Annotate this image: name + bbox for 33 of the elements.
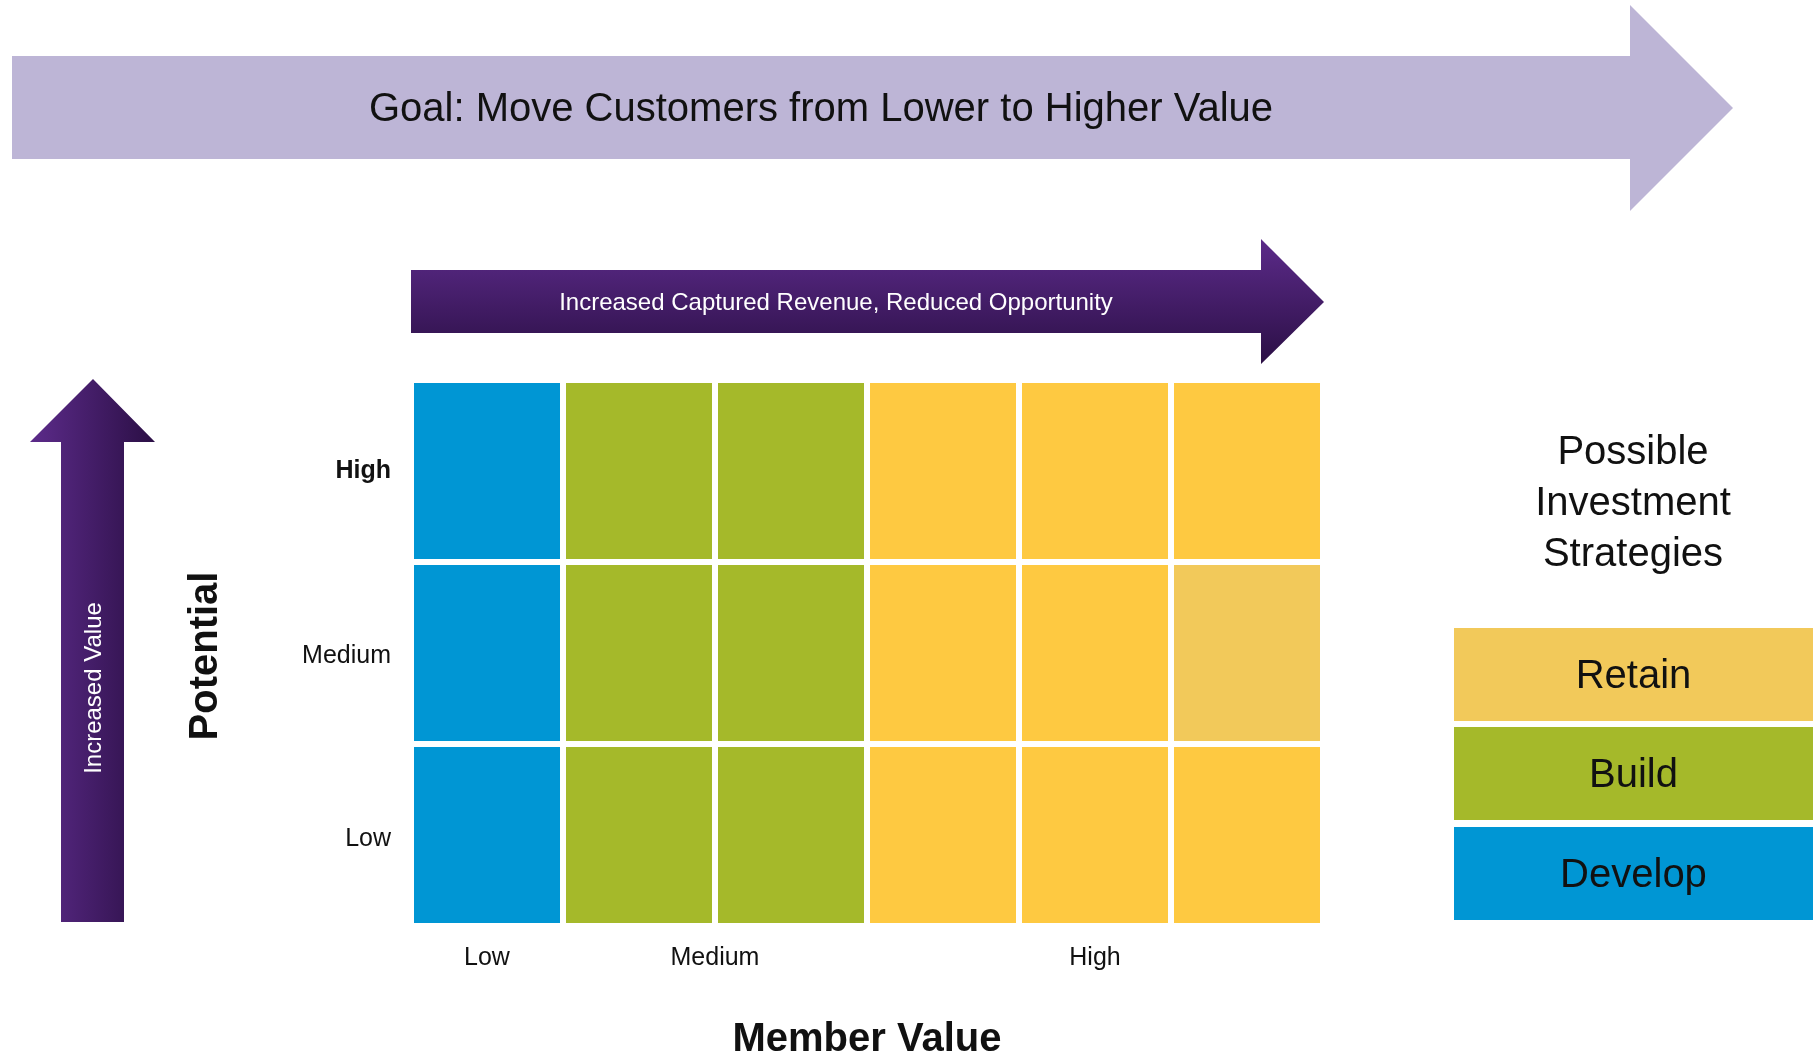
- axis-tick-label: Low: [463, 942, 511, 971]
- matrix-cell: [566, 747, 712, 923]
- matrix-cell: [1022, 565, 1168, 741]
- matrix-cell: [414, 383, 560, 559]
- matrix-cell: [870, 747, 1016, 923]
- matrix-cell: [1174, 383, 1320, 559]
- axis-tick-label: High: [1068, 942, 1122, 971]
- arrow-label: Goal: Move Customers from Lower to Higher Value: [367, 84, 1275, 131]
- matrix-cell: [1174, 565, 1320, 741]
- arrow-label: Increased Value: [78, 601, 107, 776]
- axis-title: Potential: [180, 570, 226, 743]
- axis-tick-label: Medium: [301, 640, 391, 669]
- axis-tick-label: Medium: [669, 942, 761, 971]
- legend-label: Develop: [1559, 850, 1708, 897]
- matrix-cell: [566, 565, 712, 741]
- legend-label: Build: [1588, 750, 1679, 797]
- legend-title: Possible Investment Strategies: [1534, 427, 1732, 576]
- legend-label: Retain: [1574, 651, 1693, 698]
- matrix-cell: [566, 383, 712, 559]
- matrix-cell: [1022, 383, 1168, 559]
- axis-title: Member Value: [731, 1015, 1003, 1060]
- matrix-cell: [718, 747, 864, 923]
- matrix-cell: [870, 383, 1016, 559]
- matrix-cell: [718, 383, 864, 559]
- matrix-cell: [414, 747, 560, 923]
- matrix-cell: [1174, 747, 1320, 923]
- matrix-cell: [414, 565, 560, 741]
- axis-tick-label: Low: [344, 823, 391, 852]
- matrix-cell: [718, 565, 864, 741]
- matrix-cell: [870, 565, 1016, 741]
- axis-tick-label: High: [334, 455, 391, 484]
- matrix-cell: [1022, 747, 1168, 923]
- arrow-label: Increased Captured Revenue, Reduced Opportunity: [558, 287, 1114, 317]
